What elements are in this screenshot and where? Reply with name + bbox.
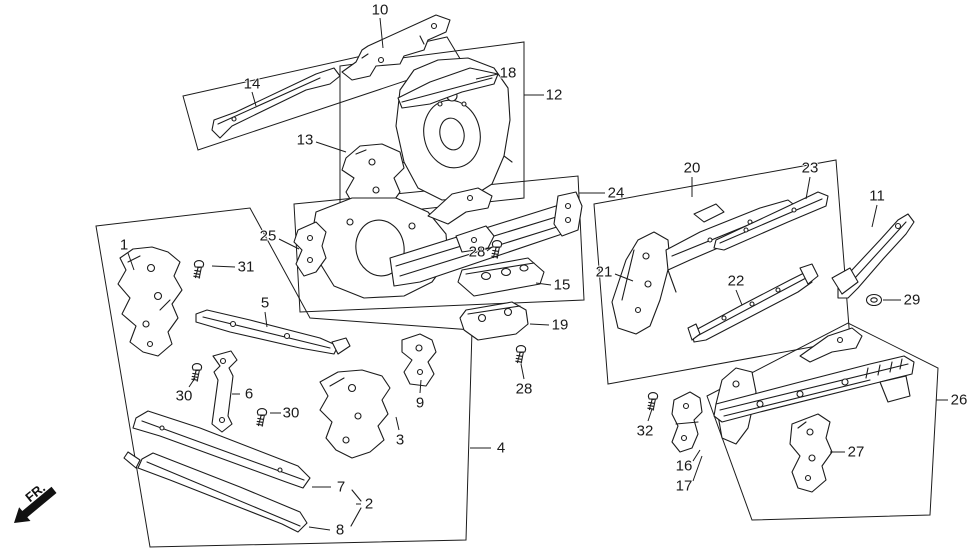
part-25-art: [293, 221, 327, 277]
leader-line-28: [486, 246, 493, 252]
leader-line-31: [211, 265, 236, 268]
leader-line-5: [264, 311, 268, 328]
part-callout-24: 24: [607, 184, 625, 202]
leader-line-11: [871, 204, 878, 228]
parts-artwork: [117, 14, 915, 533]
leader-line-1: [127, 252, 135, 271]
leader-line-23: [805, 176, 811, 200]
part-23-art: [713, 191, 829, 251]
leader-line-13: [315, 141, 347, 153]
part-callout-22: 22: [727, 272, 745, 290]
part-19-art: [459, 301, 529, 341]
part-9-art: [401, 333, 437, 387]
part-12-18-art: [395, 57, 513, 201]
leader-line-25: [278, 238, 300, 250]
fr-indicator: FR.: [14, 480, 57, 523]
part-26-art: [713, 327, 915, 445]
part-callout-28: 28: [468, 243, 486, 261]
part-callout-14: 14: [243, 75, 261, 93]
leader-line-3: [395, 416, 400, 431]
bolt-icon-32: [647, 392, 659, 411]
part-6-art: [211, 350, 238, 433]
leader-line-14: [251, 91, 257, 107]
part-callout-19: 19: [551, 316, 569, 334]
part-5-art: [195, 309, 351, 355]
part-callout-6: 6: [244, 385, 254, 403]
part-callout-4: 4: [496, 439, 506, 457]
part-11-art: [831, 213, 915, 299]
part-27-art: [789, 413, 833, 493]
part-22-art: [687, 263, 819, 343]
part-8-art: [123, 451, 308, 533]
part-callout-26: 26: [950, 391, 968, 409]
part-callout-16: 16: [675, 457, 693, 475]
group-box-12: [339, 41, 525, 219]
part-callout-15: 15: [553, 276, 571, 294]
grommet-icon: [865, 293, 883, 307]
part-callout-12: 12: [545, 86, 563, 104]
part-callout-7: 7: [336, 478, 346, 496]
part-callout-9: 9: [415, 394, 425, 412]
part-callout-20: 20: [683, 159, 701, 177]
leader-line-28: [520, 363, 525, 380]
part-callout-13: 13: [296, 131, 314, 149]
bolt-icon-31: [193, 260, 205, 279]
part-3-art: [319, 369, 391, 459]
part-callout-10: 10: [371, 1, 389, 19]
part-callout-32: 32: [636, 422, 654, 440]
leader-line-18: [475, 73, 499, 80]
part-7-art: [132, 410, 311, 489]
part-callout-30: 30: [282, 404, 300, 422]
bolt-icon-30a: [191, 363, 203, 382]
leader-line-15: [535, 282, 552, 286]
part-14-art: [211, 67, 341, 139]
part-1-art: [117, 246, 183, 357]
leader-line-19: [529, 323, 550, 326]
leader-line-30: [188, 377, 196, 388]
fr-arrow-icon: [14, 486, 57, 523]
part-callout-2: 2: [364, 495, 374, 513]
part-callout-8: 8: [335, 521, 345, 539]
leader-line-8: [308, 526, 331, 531]
part-callout-29: 29: [903, 291, 921, 309]
part-callout-30: 30: [175, 387, 193, 405]
part-callout-17: 17: [675, 477, 693, 495]
part-callout-5: 5: [260, 294, 270, 312]
part-callout-23: 23: [801, 159, 819, 177]
leader-line-32: [647, 408, 653, 422]
leader-line-10: [379, 17, 384, 49]
group-box-26: [706, 322, 939, 521]
part-24-art: [311, 187, 583, 299]
leader-line-16: [692, 449, 701, 462]
part-callout-27: 27: [847, 443, 865, 461]
part-callout-3: 3: [395, 431, 405, 449]
part-10-art: [341, 14, 451, 81]
leader-line-21: [614, 273, 634, 282]
leader-lines: [127, 17, 948, 531]
part-callout-28: 28: [515, 380, 533, 398]
callout-2-bracket: [350, 489, 362, 527]
part-16-17-art: [671, 391, 703, 453]
part-callout-31: 31: [237, 258, 255, 276]
bolt-icon-28b: [515, 345, 527, 364]
part-21-art: [611, 231, 671, 335]
part-callout-21: 21: [595, 263, 613, 281]
leader-line-17: [692, 455, 703, 482]
leader-line-9: [419, 379, 422, 394]
part-callout-25: 25: [259, 227, 277, 245]
bolt-icon-30b: [256, 408, 268, 427]
part-callout-18: 18: [499, 64, 517, 82]
part-callout-1: 1: [119, 236, 129, 254]
part-callout-11: 11: [869, 187, 885, 205]
leader-line-22: [735, 289, 743, 306]
